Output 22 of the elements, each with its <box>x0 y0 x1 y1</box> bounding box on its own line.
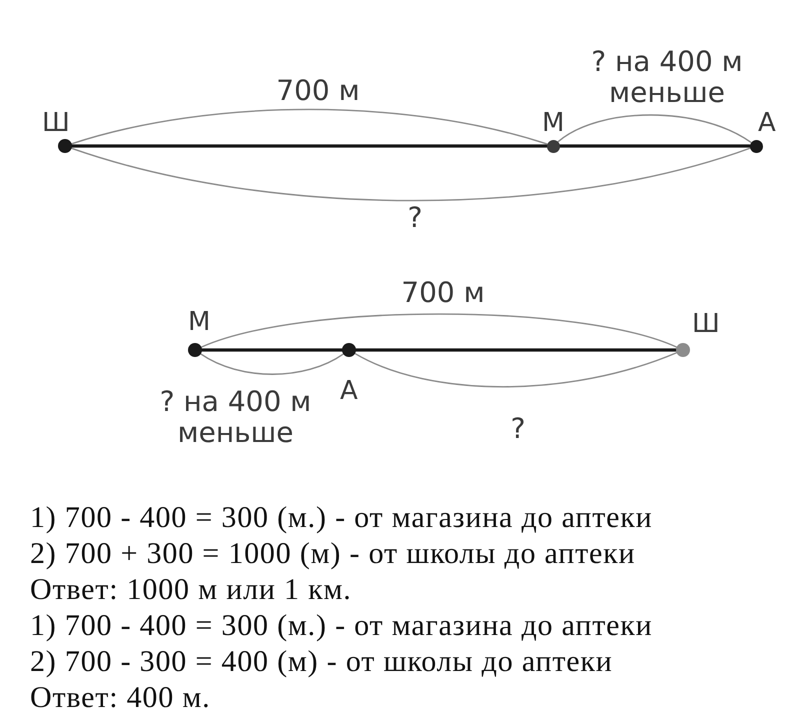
line-segment <box>70 144 548 148</box>
point-letter: Ш <box>692 311 720 337</box>
solution-line: 2) 700 + 300 = 1000 (м) - от школы до аптеки <box>30 536 636 572</box>
solution-line: 1) 700 - 400 = 300 (м.) - от магазина до аптеки <box>30 500 652 536</box>
solution-line: Ответ: 400 м. <box>30 680 210 716</box>
solution-line: 2) 700 - 300 = 400 (м) - от школы до аптеки <box>30 644 613 680</box>
distance-arc <box>557 114 752 143</box>
point-letter: А <box>758 110 776 136</box>
point-letter: М <box>542 110 564 136</box>
point-letter: А <box>340 378 358 404</box>
distance-arc <box>354 352 678 388</box>
solution-line: 1) 700 - 400 = 300 (м.) - от магазина до аптеки <box>30 608 652 644</box>
distance-arc <box>70 108 548 145</box>
line-segment <box>558 144 752 148</box>
solution-line: Ответ: 1000 м или 1 км. <box>30 572 352 608</box>
point-letter: М <box>188 309 210 335</box>
point-letter: Ш <box>42 110 70 136</box>
distance-arc <box>200 313 678 348</box>
distance-arc <box>70 148 751 202</box>
line-segment <box>200 348 344 352</box>
line-segment <box>354 348 678 352</box>
distance-arc <box>200 353 344 375</box>
